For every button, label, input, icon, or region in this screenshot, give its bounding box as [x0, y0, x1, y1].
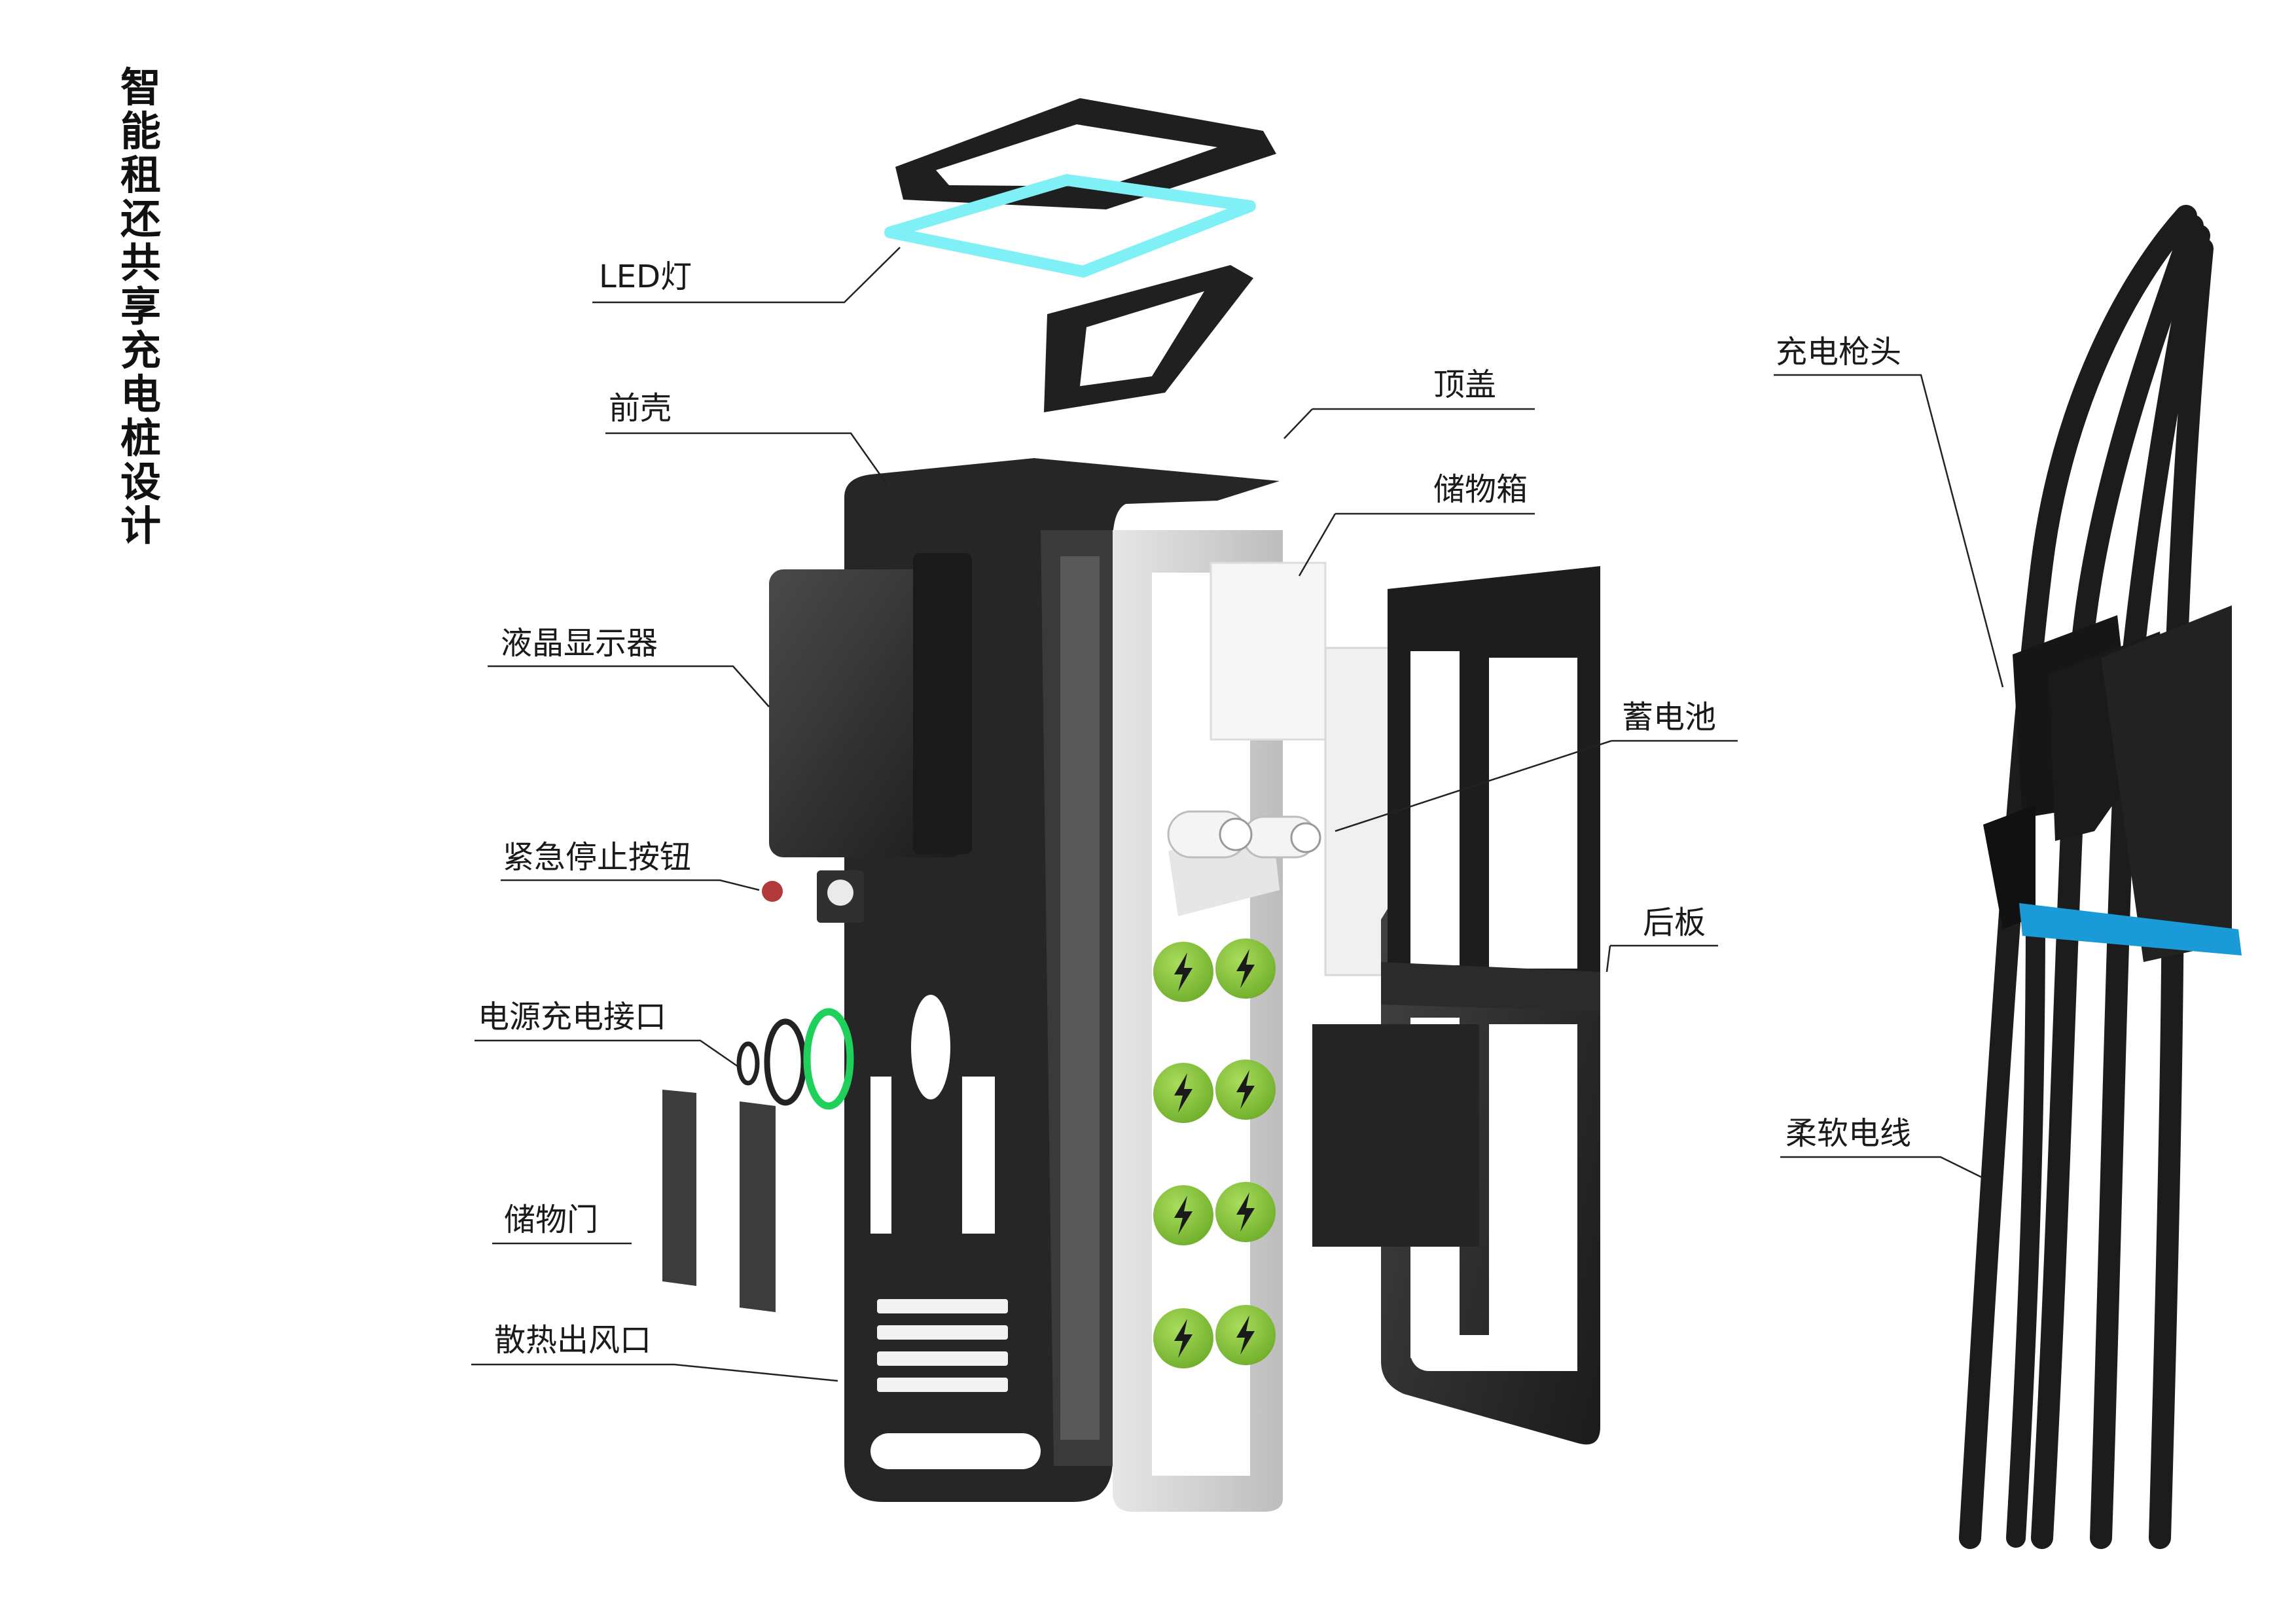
label-cable: 柔软电线 [1785, 1115, 1912, 1152]
gun-head-part [1983, 605, 2242, 962]
storage-door-part [662, 1090, 776, 1312]
label-front-shell: 前壳 [609, 390, 672, 427]
leader-lines [471, 247, 2004, 1382]
lightning-icon [1174, 1196, 1193, 1235]
label-top-cover: 顶盖 [1433, 366, 1497, 403]
label-power-port: 电源充电接口 [478, 999, 667, 1035]
lightning-icon [1236, 949, 1255, 988]
label-gun-head: 充电枪头 [1776, 334, 1902, 370]
top-ring [895, 98, 1276, 209]
label-lcd: 液晶显示器 [501, 625, 658, 662]
battery-part [1167, 810, 1321, 859]
led-ring [884, 174, 1256, 277]
page-title: 智能租还共享充电桩设计 [120, 63, 161, 550]
lightning-icon [1174, 1319, 1193, 1358]
label-emergency-stop: 紧急停止按钮 [503, 839, 692, 876]
lightning-icon [1236, 1192, 1255, 1232]
label-back-panel: 后板 [1643, 904, 1706, 941]
label-vent: 散热出风口 [494, 1322, 652, 1359]
label-battery: 蓄电池 [1622, 699, 1717, 736]
lightning-icon [1236, 1315, 1255, 1355]
battery-slot-group [1153, 938, 1276, 1368]
inner-frame [1041, 530, 1113, 1466]
lightning-icon [1236, 1070, 1255, 1109]
lightning-icon [1174, 1073, 1193, 1113]
power-port-part [736, 1008, 854, 1110]
label-storage-box: 储物箱 [1433, 471, 1528, 508]
label-led: LED灯 [599, 259, 692, 295]
lightning-icon [1174, 952, 1193, 991]
back-panel-part [1312, 566, 1600, 1445]
label-storage-door: 储物门 [504, 1202, 599, 1238]
lcd-part [769, 553, 972, 857]
top-cover-part [1044, 265, 1253, 412]
